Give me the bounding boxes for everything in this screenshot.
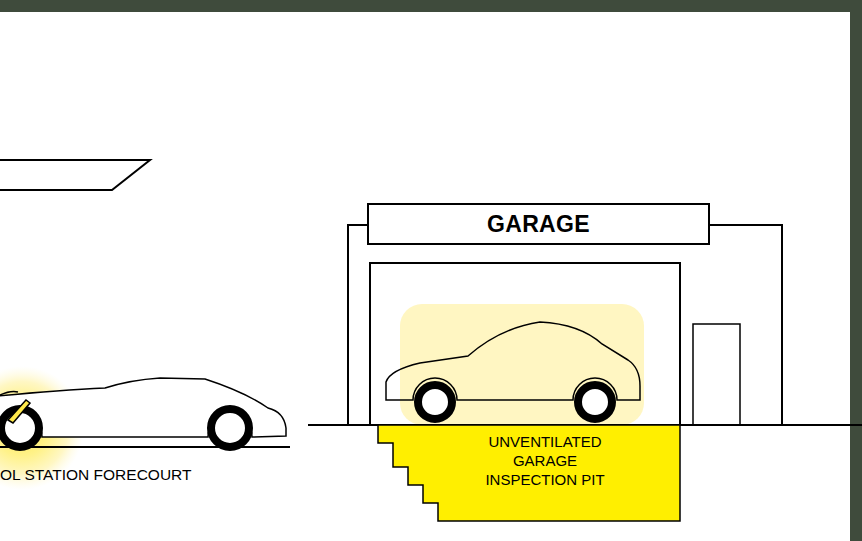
pit-outline [378, 425, 680, 521]
sign-box: GARAGE [367, 203, 710, 245]
car-wheel [211, 409, 249, 447]
hazard-zone-glow [400, 304, 644, 425]
side-door [693, 324, 740, 425]
ground-line [0, 446, 290, 448]
building-wall [348, 225, 367, 425]
car-wheel [418, 385, 452, 419]
pit-label: UNVENTILATED GARAGE INSPECTION PIT [470, 429, 620, 491]
car-wheel [578, 385, 612, 419]
place-label: OL STATION FORECOURT [0, 466, 191, 484]
sign-text: GARAGE [487, 211, 590, 238]
canopy-roof [0, 160, 150, 190]
car-body [0, 392, 18, 397]
fuel-nozzle [8, 400, 30, 423]
inspection-pit: UNVENTILATED GARAGE INSPECTION PIT [378, 425, 680, 521]
garage-doorway [370, 263, 680, 425]
